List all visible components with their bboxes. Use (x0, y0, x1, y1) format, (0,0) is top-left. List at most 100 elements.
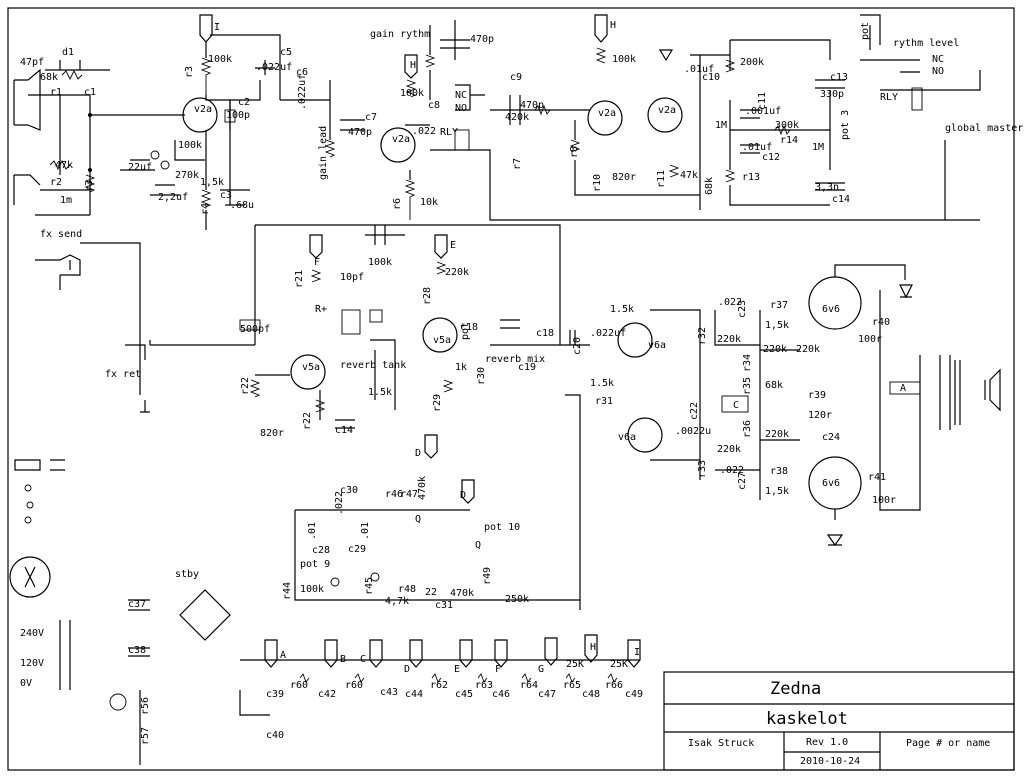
r49-value: 250k (505, 594, 529, 605)
pot10-label: pot 10 (484, 522, 520, 533)
rly-label: RLY (440, 127, 458, 138)
mains-120v: 120V (20, 658, 44, 669)
q2-label: Q (475, 540, 481, 551)
c46-label: c46 (492, 689, 510, 700)
tube-v2a-2 (380, 127, 416, 163)
r65-value: 25K (566, 659, 584, 670)
revision: Rev 1.0 (806, 737, 848, 748)
r11-value: 47k (680, 170, 698, 181)
c37-label: c37 (128, 599, 146, 610)
c45-label: c45 (455, 689, 473, 700)
r13-value: 68k (704, 177, 715, 195)
r10-label: r10 (592, 174, 603, 192)
rail-d-label-2: D (460, 490, 466, 501)
r31-value: 1.5k (590, 378, 614, 389)
rail-e-label-1: E (450, 240, 456, 251)
rail-h-label-1: H (410, 60, 416, 71)
c20-label: c20 (572, 337, 583, 355)
bias-section: D D 470k r46 r47 c30 .022 Q Q pot 10 c28… (282, 434, 580, 611)
title-block: Zedna kaskelot Isak Struck Rev 1.0 2010-… (663, 671, 1015, 771)
c43-label: c43 (380, 687, 398, 698)
r3-value: 100k (208, 54, 232, 65)
r22-value: 820r (260, 428, 284, 439)
project-name: kaskelot (766, 709, 848, 729)
reverb-tank-label: reverb tank (340, 360, 406, 371)
c28-label: c28 (312, 545, 330, 556)
c40-label: c40 (266, 730, 284, 741)
r37-value: 1,5k (765, 320, 789, 331)
reverb-mix-label: reverb mix (485, 354, 545, 365)
r21-label: r21 (294, 270, 305, 288)
c2-label: c2 (238, 97, 250, 108)
c16-label: c18 (460, 322, 478, 333)
r41-value: 100r (872, 495, 896, 506)
r8-label: r8 (569, 146, 580, 158)
rail-f-label-1: F (314, 257, 320, 268)
c11-value: .001uf (745, 106, 781, 117)
c18-label: c18 (536, 328, 554, 339)
c-10pf-value: 10pf (340, 272, 364, 283)
mains-lamp (9, 556, 51, 598)
c24-label: c24 (822, 432, 840, 443)
r41-label: r41 (868, 472, 886, 483)
c31-label: c31 (435, 600, 453, 611)
company-name: Zedna (770, 679, 821, 699)
r2-label: r2 (50, 177, 62, 188)
tube-v5a-2-label: v5a (433, 335, 451, 346)
tube-v2a-2-label: v2a (392, 134, 410, 145)
r10-value: 820r (612, 172, 636, 183)
tube-v2a-1-label: v2a (194, 104, 212, 115)
r-100k-reverb: 100k (368, 257, 392, 268)
c19-label: c19 (518, 362, 536, 373)
v1-stage: I 100k r3 v2a 100p c2 1,5k r4 c3 .68u 22… (120, 14, 308, 230)
r13-label: r13 (742, 172, 760, 183)
tube-v6a-2 (627, 417, 663, 453)
rail-d-label: D (404, 664, 410, 675)
page-field: Page # or name (906, 738, 990, 749)
c20-value: .022uf (590, 328, 626, 339)
r40-label: r40 (872, 317, 890, 328)
r-200k-value: 200k (740, 57, 764, 68)
r62-label: r62 (430, 680, 448, 691)
tube-6v6-1 (808, 276, 862, 330)
r35-label: r35 (742, 377, 753, 395)
pot-rythm-label: pot (860, 22, 871, 40)
c14b-label: c14 (335, 425, 353, 436)
rail-f-label: F (495, 664, 501, 675)
rail-i-label: I (634, 647, 640, 658)
c6-value: .022uf (297, 74, 308, 110)
rail-c-label: C (360, 654, 366, 665)
c5-value: .022uf (256, 62, 292, 73)
r31-label: r31 (595, 396, 613, 407)
input-stage: 47pf d1 68k r1 c1 47k r2 1m r3 (13, 47, 160, 216)
pot9-label: pot 9 (300, 559, 330, 570)
c3-label: c3 (220, 190, 232, 201)
rail-a-label-1: A (900, 383, 906, 394)
r14-value: 300k (775, 120, 799, 131)
pot-1m-value: 1M (715, 120, 727, 131)
c13-value: 330p (820, 89, 844, 100)
r45-label: r45 (364, 577, 375, 595)
c11-label: c11 (757, 92, 768, 110)
c-22uf-value: 22uf (128, 162, 152, 173)
tube-v5a-2 (422, 317, 458, 353)
r3-label: r3 (184, 66, 195, 78)
c13-label: c13 (830, 72, 848, 83)
r34-label: r34 (742, 354, 753, 372)
r36-value: 220k (765, 429, 789, 440)
mains-240v: 240V (20, 628, 44, 639)
c44-label: c44 (405, 689, 423, 700)
r9-value: 100k (612, 54, 636, 65)
c9-value: 470p (520, 100, 544, 111)
bplus-rail: A c39 c40 r60 B c42 r60 C c43 D c44 r62 … (264, 634, 643, 741)
r47-value: 470k (417, 476, 428, 500)
c22-label: c22 (689, 402, 700, 420)
r37-label: r37 (770, 300, 788, 311)
rythm-level-label: rythm level (893, 38, 959, 49)
c9-label: c9 (510, 72, 522, 83)
tube-6v6-2-label: 6v6 (822, 478, 840, 489)
r56-label: r56 (140, 697, 151, 715)
r39-label: r39 (808, 390, 826, 401)
rail-d-label-1: D (415, 448, 421, 459)
rail-e-label: E (454, 664, 460, 675)
